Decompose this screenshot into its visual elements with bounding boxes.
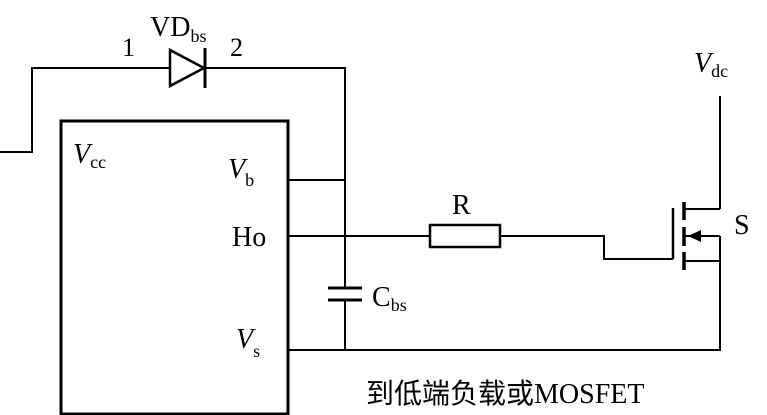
diode-label: VDbs	[150, 12, 206, 46]
vs-pin-label: Vs	[236, 324, 260, 361]
gate-resistor	[428, 223, 502, 249]
vcc-pin-label: Vcc	[73, 139, 106, 172]
driver-ic-body	[59, 119, 290, 415]
diode-pin2-label: 2	[230, 33, 243, 62]
vcc-input-wire	[0, 67, 170, 153]
caption-text: 到低端负载或MOSFET	[366, 378, 644, 410]
mosfet-symbol	[671, 202, 720, 270]
bootstrap-capacitor	[328, 286, 362, 302]
bootstrap-diode	[168, 47, 207, 89]
capacitor-label: Cbs	[372, 282, 407, 315]
vdc-label: Vdc	[694, 48, 728, 81]
vb-rail-wire	[205, 67, 346, 288]
source-label: S	[734, 210, 750, 241]
source-to-vs-wire	[288, 236, 721, 351]
vb-pin-label: Vb	[228, 154, 254, 190]
ho-pin-label: Ho	[232, 222, 266, 253]
diode-pin1-label: 1	[122, 33, 135, 62]
resistor-label: R	[452, 190, 471, 221]
gate-drive-wire	[500, 235, 673, 260]
